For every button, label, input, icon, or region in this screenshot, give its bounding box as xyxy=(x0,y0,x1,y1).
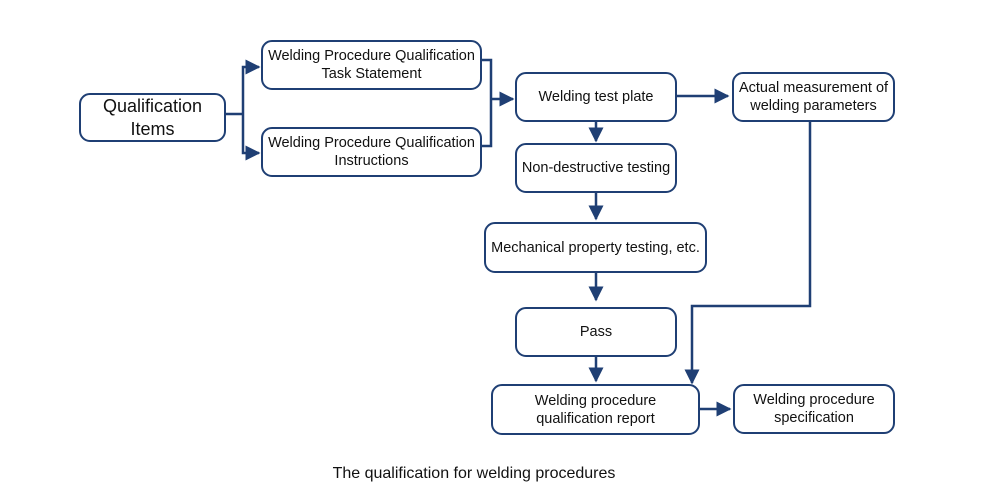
node-pass: Pass xyxy=(515,307,677,357)
figure-caption: The qualification for welding procedures xyxy=(332,465,616,482)
node-qualification-items: Qualification Items xyxy=(79,93,226,142)
node-mechanical-testing: Mechanical property testing, etc. xyxy=(484,222,707,273)
node-instructions: Welding Procedure Qualification Instruct… xyxy=(261,127,482,177)
node-test-plate: Welding test plate xyxy=(515,72,677,122)
edge-items-to-instructions xyxy=(241,114,261,161)
node-task-statement: Welding Procedure Qualification Task Sta… xyxy=(261,40,482,90)
edge-items-to-task-statement xyxy=(241,59,261,114)
node-specification: Welding procedure specification xyxy=(733,384,895,434)
edge-task-statement-to-merge xyxy=(482,58,493,148)
node-ndt: Non-destructive testing xyxy=(515,143,677,193)
node-actual-measurement: Actual measurement of welding parameters xyxy=(732,72,895,122)
node-report: Welding procedure qualification report xyxy=(491,384,700,435)
edge-measurement-to-report xyxy=(684,122,812,385)
